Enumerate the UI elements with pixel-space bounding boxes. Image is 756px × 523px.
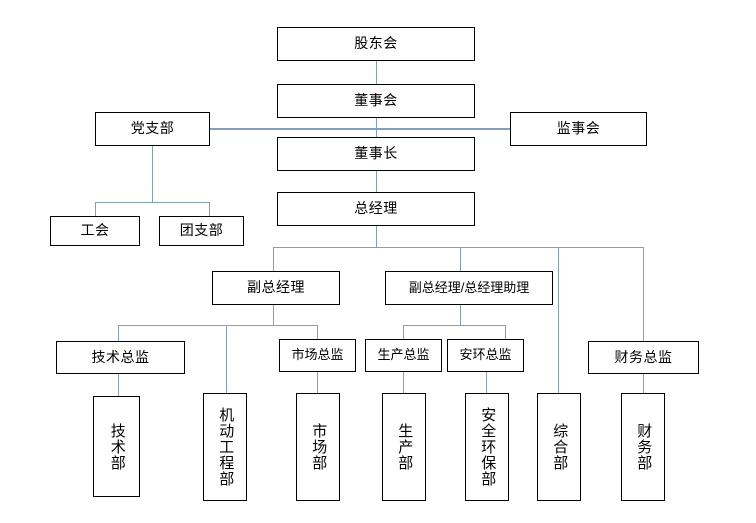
node-deputy-general-manager[interactable]: 副总经理	[212, 271, 340, 305]
node-general-affairs-department[interactable]: 综合部	[537, 393, 581, 501]
connector-deputy-bus	[118, 325, 317, 326]
node-technical-director[interactable]: 技术总监	[56, 341, 185, 374]
node-finance-director[interactable]: 财务总监	[588, 341, 699, 374]
connector-deputy-stem	[273, 305, 274, 325]
node-deputy-general-manager-label: 副总经理	[247, 279, 305, 296]
node-labor-union-label: 工会	[80, 222, 110, 239]
node-market-director-label: 市场总监	[291, 347, 344, 363]
node-shareholders[interactable]: 股东会	[277, 27, 475, 61]
node-general-manager[interactable]: 总经理	[277, 192, 475, 226]
node-market-department[interactable]: 市场部	[296, 393, 340, 501]
node-production-director[interactable]: 生产总监	[365, 339, 442, 372]
connector-party-to-union	[95, 202, 96, 216]
node-chairman-label: 董事长	[354, 145, 398, 162]
node-youth-league-branch[interactable]: 团支部	[159, 216, 244, 246]
connector-gm-to-deputy	[273, 247, 274, 271]
node-board-of-directors-label: 董事会	[354, 92, 398, 109]
node-technical-department[interactable]: 技术部	[93, 396, 140, 497]
node-shareholders-label: 股东会	[354, 35, 398, 52]
node-finance-department-label: 财务部	[635, 423, 653, 471]
node-party-branch-label: 党支部	[130, 120, 175, 137]
node-safety-environment-department[interactable]: 安全环保部	[465, 393, 509, 501]
node-equipment-engineering-department-label: 机动工程部	[217, 407, 235, 487]
connector-shareholders-board	[376, 60, 377, 85]
connector-gm-bus	[273, 247, 644, 248]
node-market-department-label: 市场部	[310, 423, 328, 471]
node-safety-environment-director[interactable]: 安环总监	[447, 339, 524, 372]
node-finance-department[interactable]: 财务部	[621, 393, 665, 501]
node-production-director-label: 生产总监	[377, 347, 430, 363]
node-board-of-directors[interactable]: 董事会	[277, 84, 475, 118]
node-deputy-gm-assistant-label: 副总经理/总经理助理	[408, 279, 530, 295]
node-supervisory-board[interactable]: 监事会	[510, 112, 647, 146]
connector-chairman-gm	[376, 171, 377, 193]
connector-tech-director-to-dept	[118, 374, 119, 396]
connector-party-to-league	[209, 202, 210, 216]
connector-finance-director-to-dept	[643, 374, 644, 393]
connector-gm-to-general-affairs	[558, 247, 559, 393]
connector-dga-to-production-director	[403, 325, 404, 341]
connector-gm-stem	[376, 226, 377, 247]
connector-deputy-assistant-stem	[460, 305, 461, 325]
connector-deputy-to-tech-director	[118, 325, 119, 341]
node-production-department[interactable]: 生产部	[382, 393, 426, 501]
connector-gm-to-deputy-assistant	[460, 247, 461, 271]
connector-dga-to-safety-director	[505, 325, 506, 341]
node-party-branch[interactable]: 党支部	[95, 112, 210, 146]
node-market-director[interactable]: 市场总监	[279, 339, 356, 372]
node-chairman[interactable]: 董事长	[277, 137, 475, 171]
connector-market-director-to-dept	[317, 372, 318, 393]
node-technical-department-label: 技术部	[108, 422, 126, 471]
node-production-department-label: 生产部	[396, 423, 414, 471]
connector-deputy-to-equipment-dept	[226, 325, 227, 393]
node-general-manager-label: 总经理	[354, 200, 398, 217]
connector-deputy-to-market-director	[317, 325, 318, 341]
node-general-affairs-department-label: 综合部	[551, 423, 569, 471]
connector-party-stem	[152, 145, 153, 202]
connector-gm-to-finance-director	[643, 247, 644, 341]
node-deputy-gm-assistant[interactable]: 副总经理/总经理助理	[385, 271, 553, 305]
node-equipment-engineering-department[interactable]: 机动工程部	[203, 393, 247, 501]
node-youth-league-branch-label: 团支部	[179, 222, 224, 239]
connector-party-children-bus	[95, 202, 209, 203]
node-finance-director-label: 财务总监	[614, 348, 673, 365]
node-safety-environment-director-label: 安环总监	[459, 347, 512, 363]
connector-safety-director-to-dept	[486, 372, 487, 393]
node-technical-director-label: 技术总监	[91, 348, 150, 365]
node-labor-union[interactable]: 工会	[50, 216, 140, 246]
node-safety-environment-department-label: 安全环保部	[479, 407, 497, 487]
connector-party-supervisory	[210, 128, 510, 130]
node-supervisory-board-label: 监事会	[556, 120, 601, 137]
connector-deputy-assistant-bus	[403, 325, 506, 326]
connector-production-director-to-dept	[403, 372, 404, 393]
